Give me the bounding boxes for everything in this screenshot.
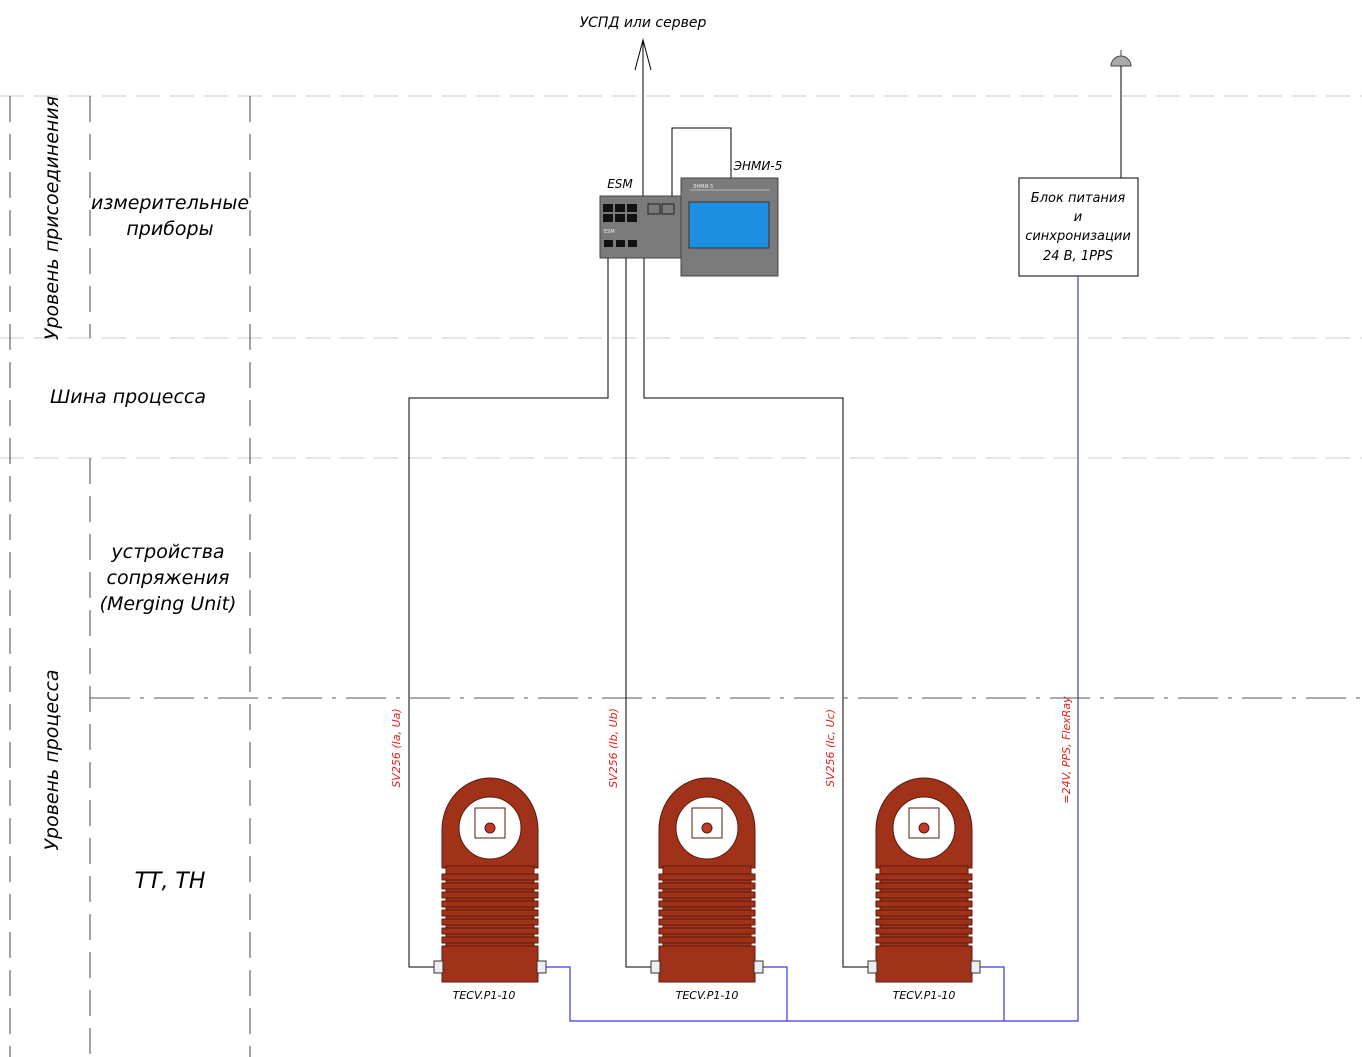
sensor-3: TECV.P1-10: [867, 777, 981, 1002]
sensor-body: [650, 777, 764, 983]
tt-label: ТТ, ТН: [135, 869, 206, 894]
esm-label: ESM: [607, 177, 633, 191]
psu-label-4: 24 В, 1PPS: [1043, 249, 1113, 264]
enmi-plate-label: ЭНМИ-5: [693, 184, 713, 190]
sensor-3-label: TECV.P1-10: [893, 989, 956, 1002]
sensor-2-label: TECV.P1-10: [676, 989, 739, 1002]
mu-label-2: сопряжения: [107, 567, 230, 589]
gps-antenna-icon: [1110, 50, 1132, 178]
psu-label-2: и: [1074, 210, 1082, 225]
power-line-label: =24V, PPS, FlexRay: [1060, 696, 1073, 804]
sensor-2: TECV.P1-10: [650, 777, 764, 1002]
column-separators: [9, 96, 251, 1057]
bus-label: Шина процесса: [50, 386, 206, 408]
sensor-1: TECV.P1-10: [433, 777, 547, 1002]
mu-label-3: (Merging Unit): [100, 593, 237, 615]
sensor-body: [433, 777, 547, 983]
stream-label-3: SV256 (Ic, Uc): [824, 709, 837, 787]
sensor-body: [867, 777, 981, 983]
level-separators: [0, 95, 1362, 459]
uplink-arrow: [634, 38, 652, 196]
power-sync-line: [545, 276, 1079, 1022]
level-connection-label: Уровень присоединения: [41, 96, 63, 340]
mu-label-1: устройства: [110, 541, 224, 563]
stream-label-2: SV256 (Ib, Ub): [607, 708, 620, 788]
meters-label-2: приборы: [126, 218, 213, 240]
meters-label-1: измерительные: [91, 192, 249, 214]
enmi-label: ЭНМИ-5: [733, 159, 783, 173]
psu-box: [1018, 177, 1139, 277]
stream-label-1: SV256 (Ia, Ua): [390, 708, 403, 787]
esm-switch: ESM: [599, 195, 682, 259]
esm-plate-label: ESM: [604, 229, 615, 235]
psu-label-3: синхронизации: [1025, 229, 1131, 244]
top-target-label: УСПД или сервер: [580, 15, 707, 31]
esm-enmi-link: [671, 127, 732, 196]
level-process-label: Уровень процесса: [41, 669, 63, 850]
psu-label-1: Блок питания: [1031, 191, 1126, 206]
process-bus-lines: [408, 258, 869, 968]
sensor-1-label: TECV.P1-10: [453, 989, 516, 1002]
enmi-meter: ЭНМИ-5: [680, 177, 779, 277]
